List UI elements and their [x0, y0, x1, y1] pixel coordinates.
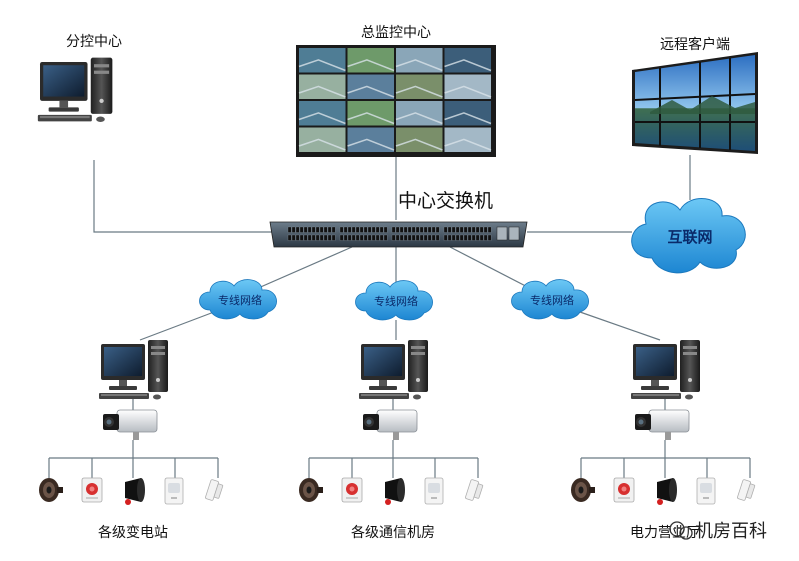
branch-center-node: 分控中心: [37, 34, 122, 122]
video-wall-screen: [298, 101, 346, 126]
video-wall-screen: [444, 101, 492, 126]
line-cloud-1-to-pc: [139, 311, 215, 341]
private-network-cloud-shape: [511, 279, 589, 320]
video-wall-screen: [298, 74, 346, 99]
cctv-camera: [102, 409, 158, 441]
main-center-node: 总监控中心: [296, 25, 496, 157]
video-wall-screen: [347, 101, 395, 126]
switch-device: [269, 221, 528, 248]
motion-detector-icon: [164, 477, 184, 505]
site-computer: [631, 340, 700, 400]
siren-icon: [125, 478, 145, 505]
private-network-label: 专线网络: [374, 294, 418, 308]
site-label: 各级变电站: [98, 525, 168, 541]
cctv-camera: [634, 409, 690, 441]
private-network-cloud-3: 专线网络: [511, 279, 589, 320]
site-label: 电力营业厅: [630, 525, 700, 541]
motion-detector-icon: [696, 477, 716, 505]
private-network-clouds: 专线网络 专线网络 专线网络: [199, 279, 589, 321]
video-wall-screen: [347, 127, 395, 152]
alarm-button-icon: [341, 477, 363, 503]
video-wall-screen: [347, 48, 395, 73]
private-network-cloud-1: 专线网络: [199, 279, 277, 320]
door-sensor-icon: [204, 478, 224, 502]
site-group-2: 各级通信机房: [299, 340, 484, 541]
video-wall-screens: [298, 48, 492, 152]
cctv-camera: [362, 409, 418, 441]
door-sensor-icon: [464, 478, 484, 502]
motion-detector-icon: [424, 477, 444, 505]
speaker-icon: [571, 478, 595, 502]
site-computer: [359, 340, 428, 400]
line-branch-to-switch: [93, 160, 272, 233]
internet-cloud: 互联网: [631, 198, 746, 274]
remote-client-label: 远程客户端: [660, 36, 730, 53]
private-network-label: 专线网络: [530, 293, 574, 307]
line-cloud-3-to-pc: [579, 311, 661, 341]
video-wall-screen: [298, 127, 346, 152]
video-wall-screen: [395, 101, 443, 126]
video-wall-screen: [298, 48, 346, 73]
site-label: 各级通信机房: [351, 525, 435, 541]
speaker-icon: [299, 478, 323, 502]
site-group-3: 电力营业厅: [571, 340, 756, 541]
alarm-button-icon: [81, 477, 103, 503]
central-switch-node: 中心交换机: [269, 190, 528, 248]
video-wall-screen: [395, 127, 443, 152]
video-wall-screen: [395, 74, 443, 99]
device-bus-2: [308, 457, 479, 478]
switch-label: 中心交换机: [398, 190, 493, 212]
site-groups: 各级变电站 各级通信机房 电力营业厅: [39, 340, 756, 541]
siren-icon: [385, 478, 405, 505]
site-computer: [99, 340, 168, 400]
private-network-cloud-2: 专线网络: [355, 280, 433, 321]
remote-client-node: 远程客户端: [632, 36, 758, 154]
siren-icon: [657, 478, 677, 505]
site-group-1: 各级变电站: [39, 340, 224, 541]
watermark-text: 机房百科: [695, 521, 767, 542]
device-bus-3: [580, 457, 751, 478]
video-wall: [296, 45, 496, 157]
alarm-button-icon: [613, 477, 635, 503]
speaker-icon: [39, 478, 63, 502]
device-bus-1: [48, 457, 219, 478]
branch-center-computer: [37, 57, 113, 122]
video-wall-screen: [444, 48, 492, 73]
private-network-cloud-shape: [355, 280, 433, 321]
remote-video-wall: [632, 52, 758, 154]
video-wall-screen: [347, 74, 395, 99]
watermark-icon: [669, 521, 693, 540]
video-wall-screen: [395, 48, 443, 73]
switch-ports: [287, 226, 520, 241]
watermark: 机房百科: [669, 521, 767, 542]
door-sensor-icon: [736, 478, 756, 502]
main-center-label: 总监控中心: [361, 25, 431, 41]
internet-label: 互联网: [667, 228, 712, 246]
video-wall-screen: [444, 127, 492, 152]
private-network-label: 专线网络: [218, 293, 262, 307]
private-network-cloud-shape: [199, 279, 277, 320]
branch-center-label: 分控中心: [66, 34, 122, 50]
video-wall-screen: [444, 74, 492, 99]
